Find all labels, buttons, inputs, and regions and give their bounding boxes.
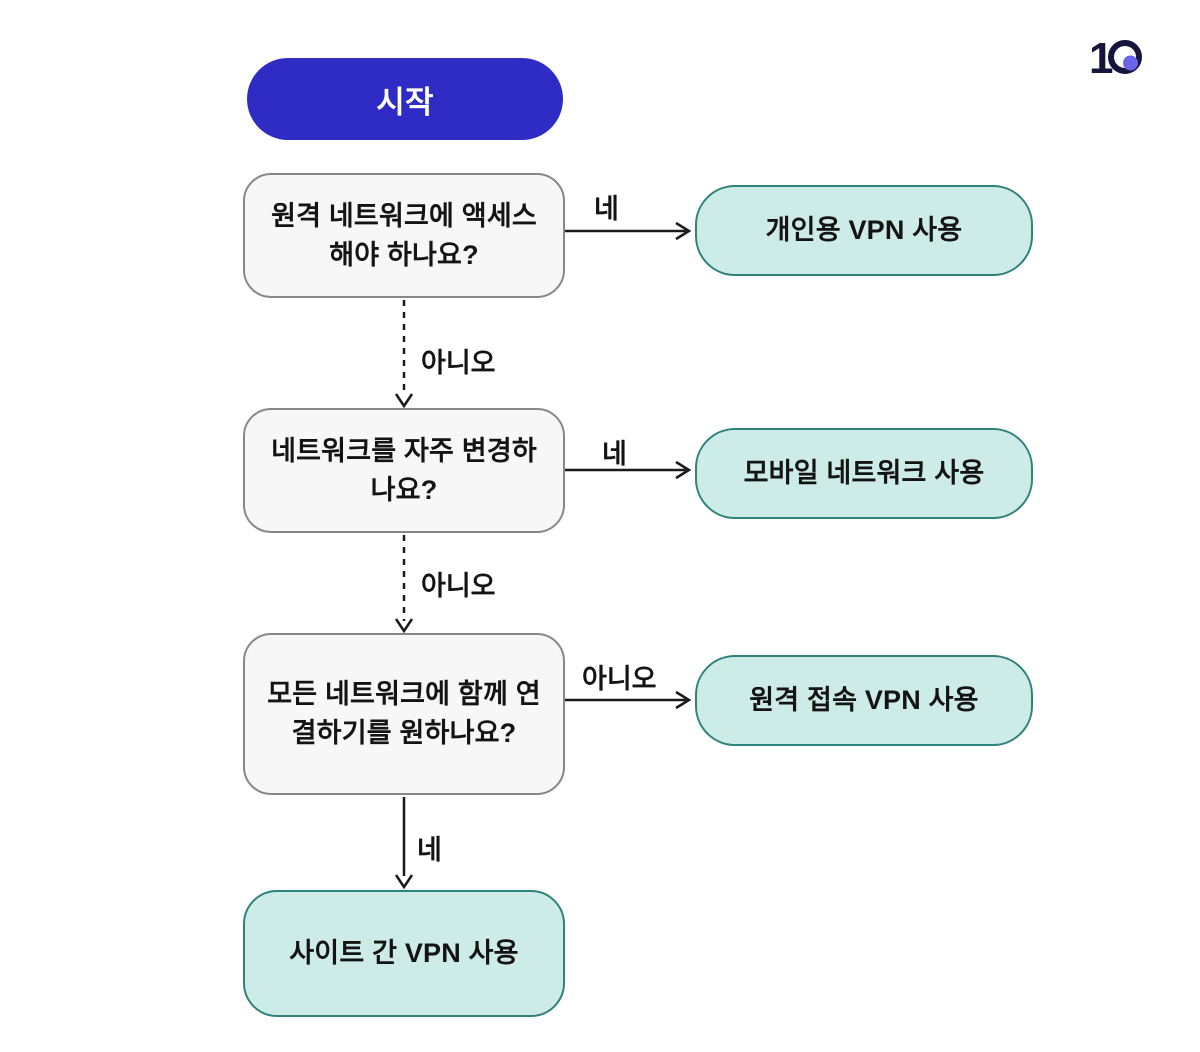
result-site-to-site-vpn: 사이트 간 VPN 사용: [243, 890, 565, 1017]
edge-q3-to-a4-arrow: [394, 797, 414, 890]
edge-label-q3-yes: 네: [417, 835, 442, 865]
edge-label-q2-yes: 네: [602, 439, 627, 469]
edge-label-q1-yes: 네: [594, 194, 619, 224]
edge-q1-to-a1-arrow: [565, 221, 692, 241]
edge-q1-to-q2-arrow: [394, 300, 414, 409]
start-node: 시작: [247, 58, 563, 140]
logo-dot-icon: [1123, 55, 1138, 71]
logo-ring-icon: [1108, 40, 1142, 74]
question-remote-network-access: 원격 네트워크에 액세스 해야 하나요?: [243, 173, 565, 298]
logo-10-icon: 1: [1089, 34, 1142, 81]
edge-label-q1-no: 아니오: [421, 348, 496, 378]
edge-q2-to-q3-arrow: [394, 535, 414, 634]
edge-q2-to-a2-arrow: [565, 460, 692, 480]
result-mobile-network: 모바일 네트워크 사용: [695, 428, 1033, 519]
question-change-networks-often: 네트워크를 자주 변경하나요?: [243, 408, 565, 533]
edge-label-q2-no: 아니오: [421, 571, 496, 601]
question-connect-all-networks: 모든 네트워크에 함께 연결하기를 원하나요?: [243, 633, 565, 795]
result-remote-access-vpn: 원격 접속 VPN 사용: [695, 655, 1033, 746]
result-personal-vpn: 개인용 VPN 사용: [695, 185, 1033, 276]
edge-label-q3-no: 아니오: [582, 664, 657, 694]
